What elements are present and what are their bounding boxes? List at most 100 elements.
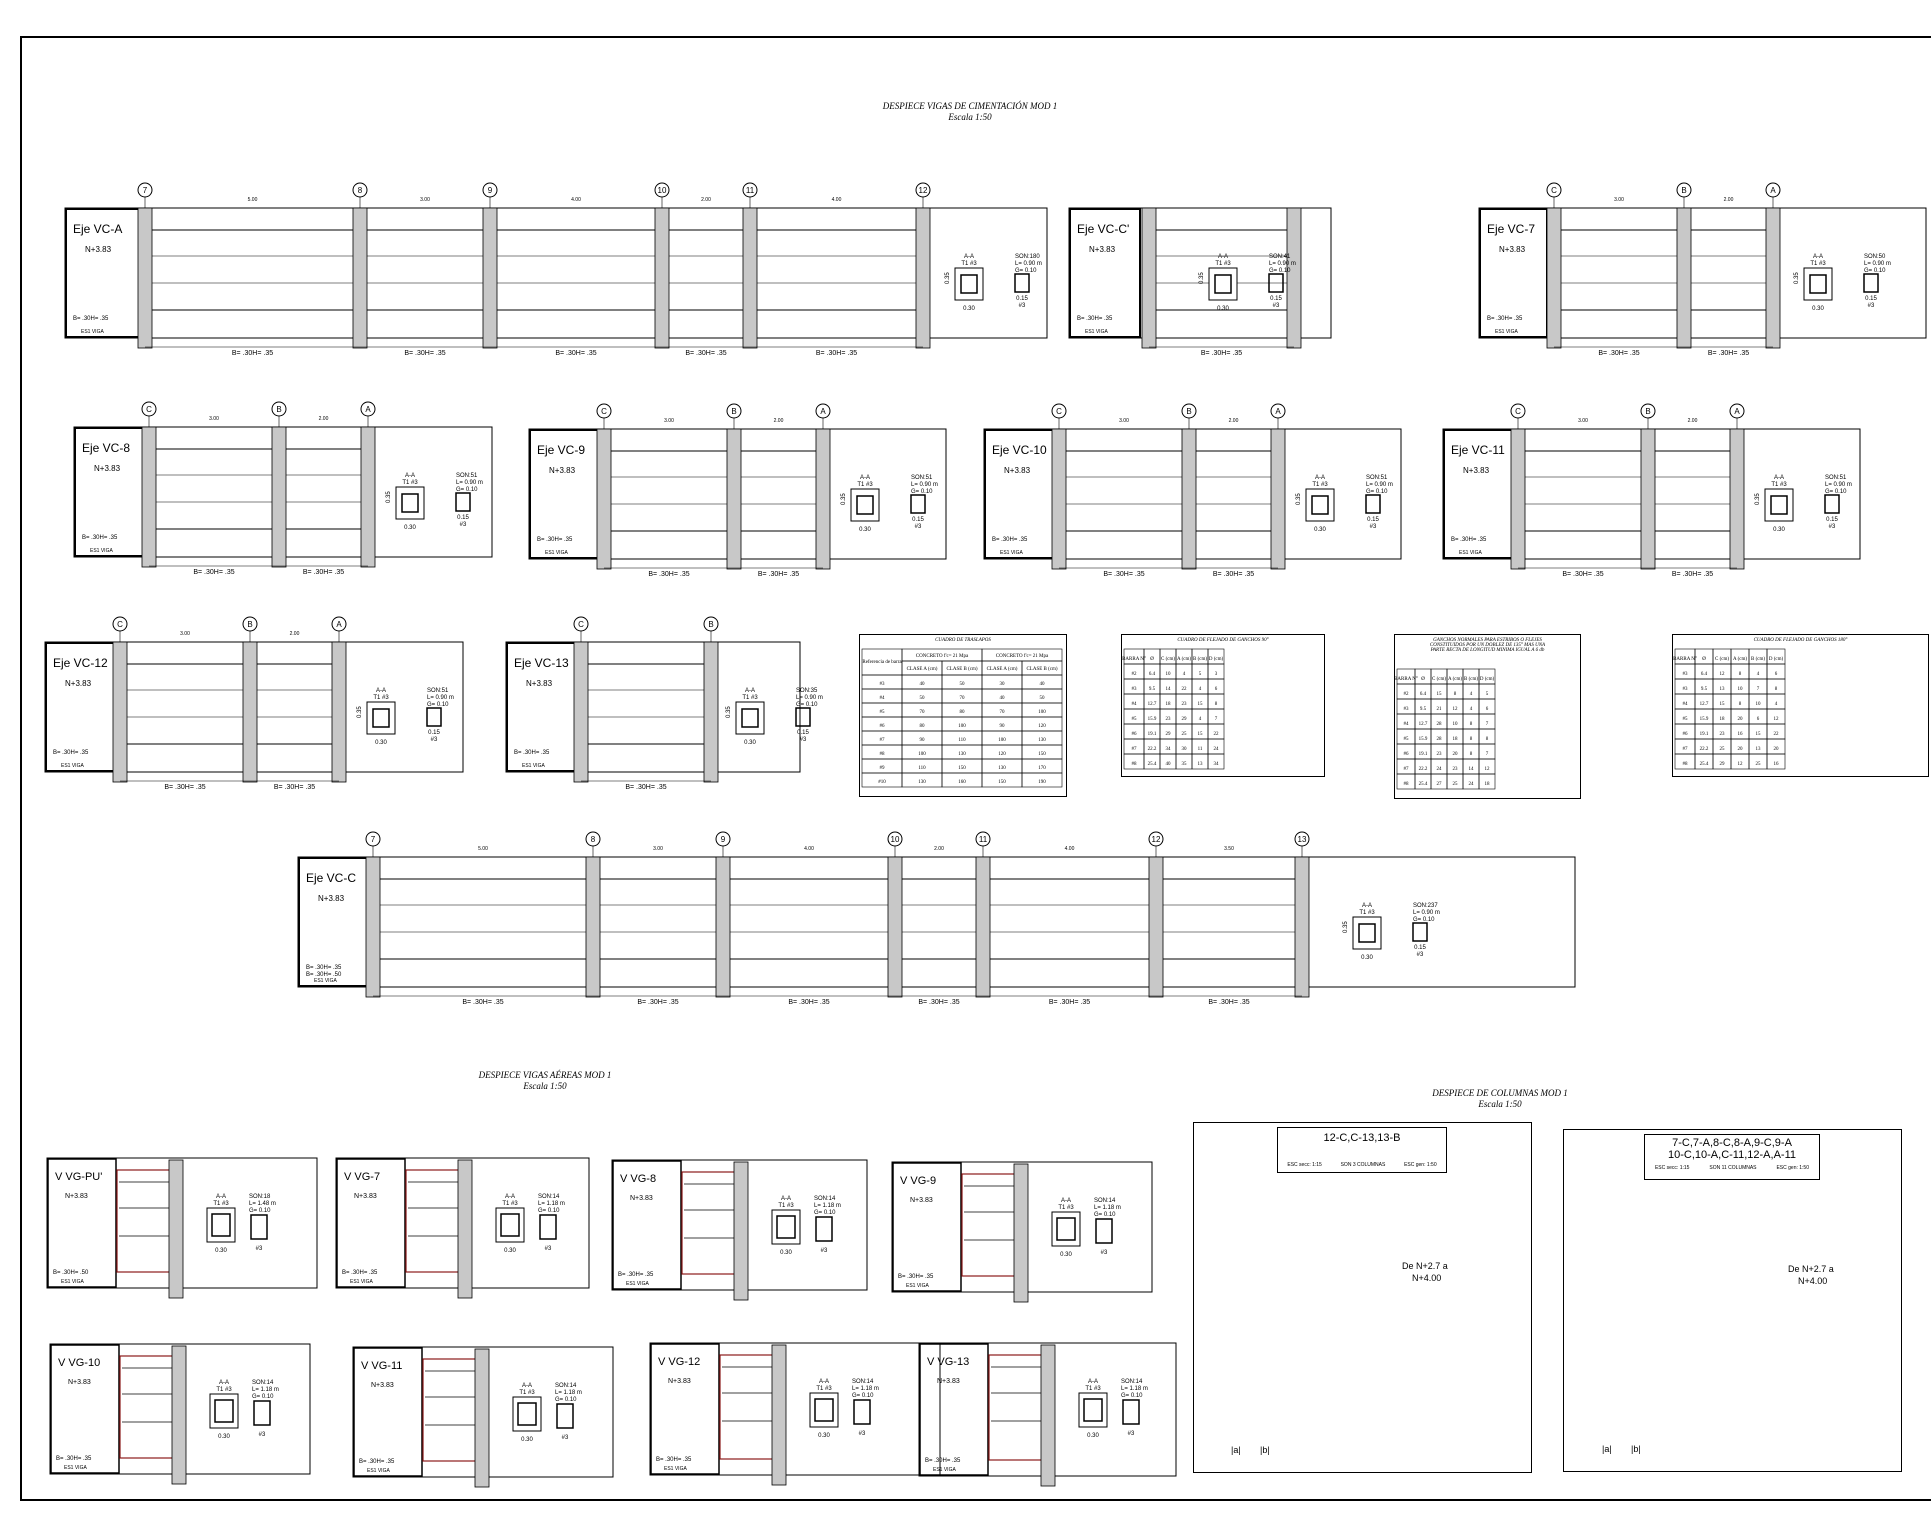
column-block (474, 1348, 490, 1488)
beam-panel (297, 856, 1576, 988)
table-header-cell: B (cm) (1464, 677, 1478, 682)
stirrup-shape (250, 1214, 268, 1240)
table-data-cell: 40 (1166, 762, 1172, 767)
beam-tag: ES1 VIGA (906, 1283, 929, 1289)
column-count-1: SON 3 COLUMNAS (1340, 1162, 1386, 1168)
table-data-cell: #7 (1404, 767, 1410, 772)
stirrup-shape (455, 492, 471, 512)
column-block (703, 641, 719, 783)
table-data-cell: 35 (1182, 762, 1188, 767)
table-data-cell: 22 (1774, 732, 1780, 737)
beam-section-text: B= .30H= .35 (992, 537, 1028, 543)
segment-section-label: B= .30H= .35 (816, 350, 857, 357)
table-data-cell: #4 (1132, 702, 1138, 707)
table-data-cell: 10 (1738, 687, 1744, 692)
stirrup-hook: G= 0.10 (796, 702, 818, 708)
table-data-cell: 14 (1166, 687, 1172, 692)
stirrup-bar: #3 (1019, 303, 1026, 309)
column-block (1148, 856, 1164, 998)
stirrup-hook: G= 0.10 (538, 1208, 560, 1214)
span-label: 3.00 (664, 418, 674, 424)
table-data-cell: 40 (1040, 682, 1046, 687)
axis-bubble (654, 182, 670, 198)
segment-section-label: B= .30H= .35 (164, 784, 205, 791)
segment-section-label: B= .30H= .35 (648, 571, 689, 578)
column-top-2: N+4.00 (1798, 1276, 1828, 1286)
section-width: 0.30 (744, 740, 756, 746)
table-data-cell: 9.5 (1149, 687, 1156, 692)
table-data-cell: 8 (1215, 702, 1218, 707)
beam-level: N+3.83 (937, 1378, 960, 1385)
column-block (1510, 428, 1526, 570)
section-outline (395, 486, 425, 520)
table-data-cell: 25.4 (1419, 782, 1428, 787)
column-block (457, 1159, 473, 1299)
section-width: 0.30 (1087, 1433, 1099, 1439)
table-data-cell: 4 (1470, 692, 1473, 697)
span-label: 4.00 (1065, 846, 1075, 852)
stirrup-length: L= 1.18 m (1121, 1386, 1148, 1392)
stirrup-shape (1365, 494, 1381, 514)
section-height: 0.35 (841, 493, 847, 505)
column-block (1294, 856, 1310, 998)
section-outline (1305, 488, 1335, 522)
axis-bubble (331, 616, 347, 632)
table-data-cell: 6 (1757, 717, 1760, 722)
column-block (742, 207, 758, 349)
beam-label-box (353, 1347, 423, 1477)
stirrup-length: L= 1.18 m (814, 1203, 841, 1209)
table-ganchos-90: CUADRO DE FLEJADO DE GANCHOS 90° BARRA N… (1121, 634, 1325, 777)
table-data-cell: 12.7 (1700, 702, 1709, 707)
section-width: 0.30 (1361, 955, 1373, 961)
title-columnas: DESPIECE DE COLUMNAS MOD 1 Escala 1:50 (1350, 1088, 1650, 1110)
table-data-cell: 90 (920, 738, 926, 743)
section-title: A-A (505, 1194, 515, 1200)
stirrup-shape (853, 1399, 871, 1425)
table-data-cell: 20 (1738, 717, 1744, 722)
stirrup-count: SON:18 (249, 1194, 271, 1200)
section-title: A-A (781, 1196, 791, 1202)
section-title: A-A (1088, 1379, 1098, 1385)
axis-label: 13 (1298, 835, 1307, 844)
table-data-cell: 25 (1182, 732, 1188, 737)
axis-label: C (1551, 186, 1557, 195)
section-width: 0.30 (404, 525, 416, 531)
beam-level: N+3.83 (1089, 245, 1116, 254)
section-width: 0.30 (963, 306, 975, 312)
span-label: 2.00 (319, 416, 329, 422)
beam-elevation (988, 1354, 1050, 1461)
section-width: 0.30 (1060, 1252, 1072, 1258)
table-data-cell: 4 (1183, 672, 1186, 677)
stirrup-side: 0.15 (797, 730, 809, 736)
stirrup-count: SON:14 (814, 1196, 836, 1202)
stirrup-count: SON:237 (1413, 903, 1438, 909)
table-data-cell: 34 (1166, 747, 1172, 752)
section-stirrup-shape (1056, 1217, 1076, 1241)
beam-level: N+3.83 (910, 1197, 933, 1204)
beam-name: V VG-12 (658, 1356, 700, 1368)
beam-section-text: B= .30H= .35 (537, 537, 573, 543)
column-panel-1: 12-C,C-13,13-B ESC secc: 1:15 SON 3 COLU… (1193, 1122, 1532, 1473)
section-width: 0.30 (1812, 306, 1824, 312)
beam-section-text: B= .30H= .35 (73, 316, 109, 322)
table-data-cell: 24 (1469, 782, 1475, 787)
beam-level: N+3.83 (630, 1195, 653, 1202)
beam-name: V VG-8 (620, 1173, 656, 1185)
beam-name: V VG-9 (900, 1175, 936, 1187)
section-width: 0.30 (780, 1250, 792, 1256)
column-block (482, 207, 498, 349)
column-block (242, 641, 258, 783)
section-width: 0.30 (504, 1248, 516, 1254)
column-block (168, 1159, 184, 1299)
beam-section-text: B= .30H= .35 (618, 1272, 654, 1278)
beam-tag: ES1 VIGA (933, 1467, 956, 1473)
stirrup-bar: #3 (1101, 1250, 1108, 1256)
table-data-cell: #4 (1404, 722, 1410, 727)
stirrup-shape (539, 1214, 557, 1240)
table-data-cell: 70 (920, 710, 926, 715)
column-block (715, 856, 731, 998)
